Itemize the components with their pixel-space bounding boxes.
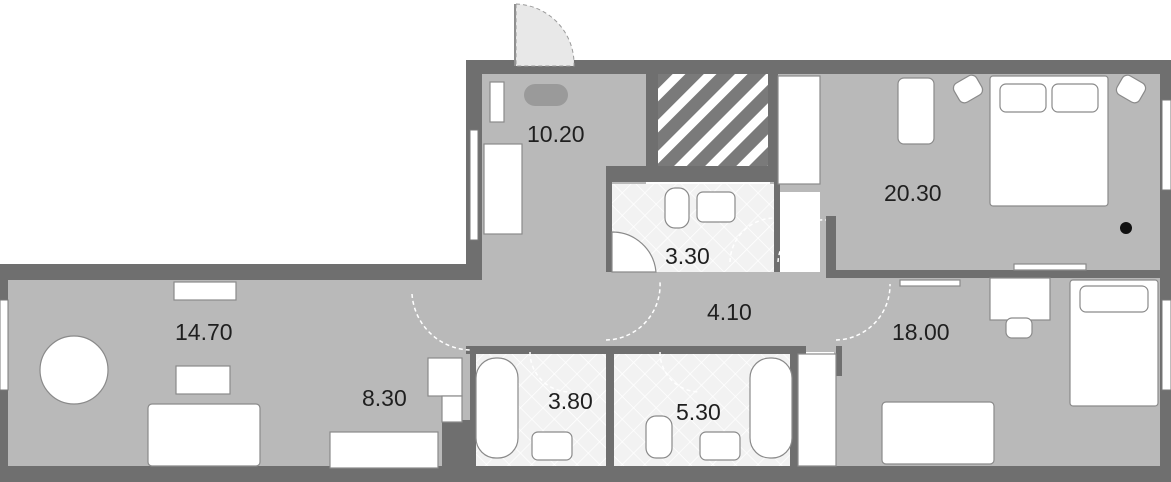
area-label-wc-small: 3.30 [665,243,710,269]
bedroom-second-furniture [797,277,1159,467]
bathtub-right [749,357,793,459]
toilet-right [645,415,673,459]
nightstand-right [1115,74,1147,104]
area-label-corridor: 4.10 [707,299,752,325]
coffee-table [175,365,231,395]
desk-chair [1005,317,1033,339]
desk [989,277,1051,321]
ceiling-light-point [1120,222,1132,234]
heated-rail [489,81,505,123]
wardrobe-main [777,75,821,185]
area-label-bedroom-second: 18.00 [892,319,950,345]
bedroom-main-furniture [777,74,1147,271]
door-swings [411,217,891,393]
toilet-small [664,187,690,229]
sink-small [696,191,736,223]
dining-table [39,335,109,405]
shower-tray [611,231,657,273]
bathtub-left [475,357,519,459]
area-label-bedroom-main: 20.30 [884,180,942,206]
corridor-floor [470,272,840,352]
sofa-bedroom [881,401,995,465]
area-label-bath-right: 5.30 [676,399,721,425]
tv-unit [173,281,237,301]
area-label-hall: 10.20 [527,121,585,147]
nightstand-left [952,74,984,104]
living-furniture [39,281,463,469]
area-label-bath-left: 3.80 [548,388,593,414]
kitchen-counter [329,431,439,469]
area-labels: 10.20 20.30 3.30 4.10 14.70 18.00 8.30 3… [175,121,950,425]
bench [524,84,568,106]
entrance-door [514,3,575,67]
bathroom-fixtures [475,81,793,461]
washer-dryer [483,143,523,235]
windows [0,99,1171,391]
fridge [427,357,463,397]
area-label-kitchen: 8.30 [362,385,407,411]
area-label-living: 14.70 [175,319,233,345]
ventilation-shaft [656,74,768,166]
sink-right [699,431,741,461]
sofa-living [147,403,261,467]
wardrobe-second [797,353,837,467]
crib [897,77,935,145]
sink-left [531,431,573,461]
